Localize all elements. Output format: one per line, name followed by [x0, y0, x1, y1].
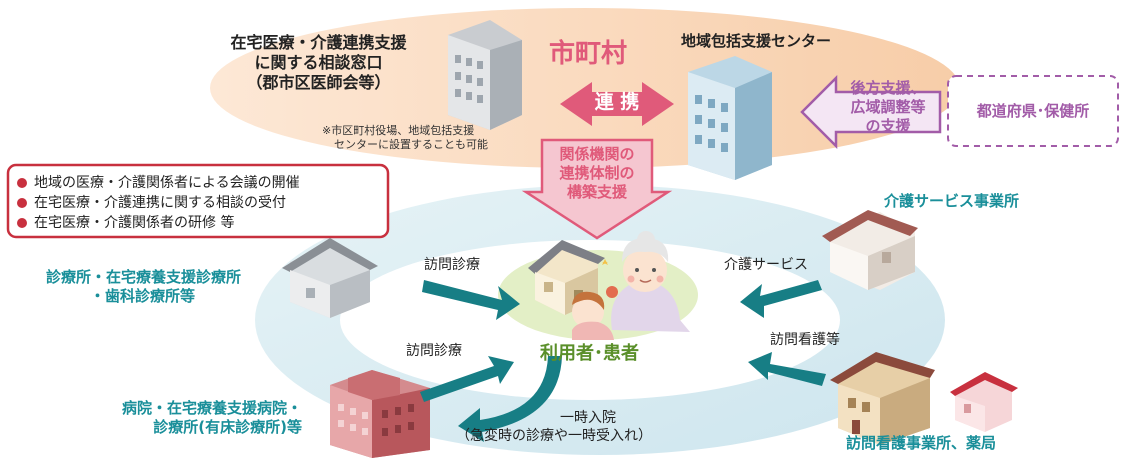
backup-support-label: 後方支援、 広域調整等 の支援 — [850, 79, 926, 135]
arrow-hospital-to-user — [420, 356, 514, 402]
system-support-label: 関係機関の 連携体制の 構築支援 — [559, 145, 635, 201]
system-support-arrow — [521, 138, 673, 240]
activity-item: 在宅医療・介護連携に関する相談の受付 — [34, 195, 286, 211]
care-office-building-icon — [822, 210, 918, 290]
arrow-clinic-to-user — [422, 280, 520, 320]
home-visit-label-2: 訪問診療 — [406, 343, 462, 359]
consultation-building-icon — [448, 20, 522, 130]
arrow-user-to-hospital — [458, 356, 562, 442]
backup-support-arrow — [800, 74, 942, 150]
caregiver-child-icon — [572, 286, 618, 340]
nursing-office-label: 訪問看護事業所、薬局 — [846, 434, 997, 452]
care-office-label: 介護サービス事業所 — [884, 192, 1020, 210]
coordination-arrow — [560, 82, 674, 126]
activities-list: 地域の医療・介護関係者による会議の開催 在宅医療・介護連携に関する相談の受付 在… — [34, 173, 300, 233]
arrow-care-to-user — [740, 280, 822, 318]
clinic-building-icon — [282, 238, 378, 318]
consultation-desk-note: ※市区町村役場、地域包括支援 センターに設置することも可能 — [322, 124, 488, 151]
hospital-label: 病院・在宅療養支援病院・ 診療所(有床診療所)等 — [122, 399, 303, 436]
arrow-nursing-to-user — [748, 352, 826, 386]
hospital-building-icon — [330, 370, 430, 458]
prefecture-box — [947, 75, 1119, 147]
community-center-label: 地域包括支援センター — [681, 32, 832, 50]
activity-item: 地域の医療・介護関係者による会議の開催 — [34, 175, 300, 191]
prefecture-label: 都道府県･保健所 — [976, 102, 1090, 120]
nursing-office-building-icon — [830, 352, 1018, 445]
clinic-label: 診療所・在宅療養支援診療所 ・歯科診療所等 — [46, 268, 242, 305]
visit-nursing-label: 訪問看護等 — [770, 332, 840, 348]
care-service-label: 介護サービス — [724, 257, 808, 273]
municipality-title: 市町村 — [549, 39, 628, 69]
community-center-building-icon — [688, 56, 772, 180]
temporary-admission-label: 一時入院 （急変時の診療や一時受入れ） — [456, 410, 652, 444]
activity-item: 在宅医療・介護関係者の研修 等 — [34, 215, 235, 231]
elderly-patient-icon — [611, 231, 690, 332]
user-label: 利用者･患者 — [540, 343, 639, 364]
coordination-label: 連 携 — [594, 91, 640, 113]
consultation-desk-label: 在宅医療・介護連携支援 に関する相談窓口 （郡市区医師会等） — [230, 33, 407, 92]
home-visit-label-1: 訪問診療 — [424, 257, 480, 273]
activities-box — [6, 163, 390, 239]
